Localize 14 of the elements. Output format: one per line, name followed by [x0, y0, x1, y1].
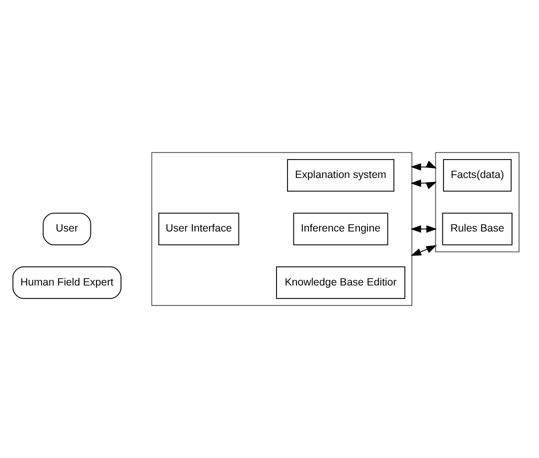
node-box: Human Field Expert	[12, 266, 122, 299]
cluster	[151, 152, 412, 306]
node-box: User Interface	[158, 212, 240, 246]
node-box: Inference Engine	[293, 212, 388, 246]
node-box: User	[42, 212, 92, 246]
node-box: Rules Base	[442, 212, 512, 246]
arrow	[410, 245, 437, 256]
node-box: Explanation system	[287, 159, 394, 192]
arrow	[410, 160, 437, 171]
node-box: Knowledge Base Editior	[276, 266, 406, 299]
arrow	[410, 180, 437, 190]
cluster	[435, 152, 520, 252]
arrow	[410, 225, 437, 233]
node-box: Facts(data)	[443, 159, 512, 192]
